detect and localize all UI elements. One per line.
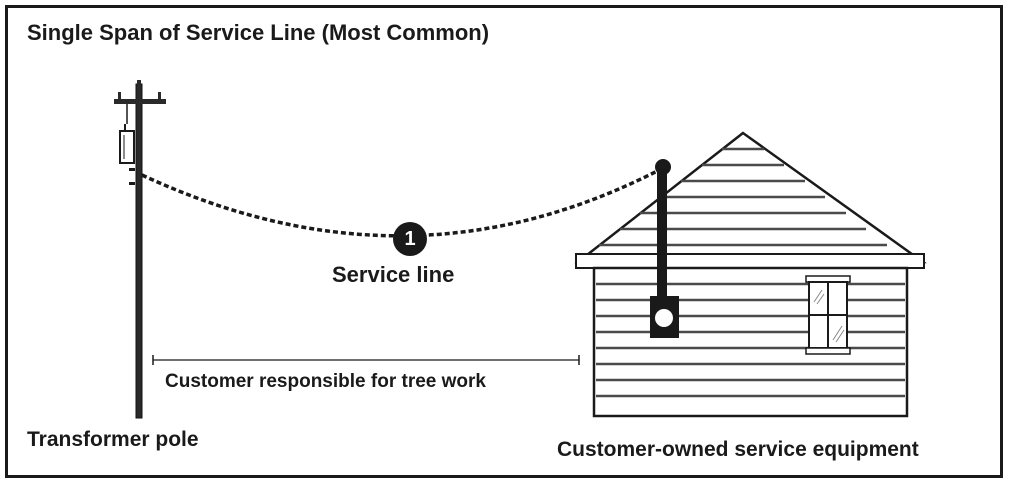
transformer-box xyxy=(119,130,135,164)
marker-number: 1 xyxy=(404,228,416,250)
house-window xyxy=(805,275,851,355)
service-line-label: Service line xyxy=(332,262,455,287)
service-equipment-label: Customer-owned service equipment xyxy=(557,438,919,461)
transformer-pole-label: Transformer pole xyxy=(27,428,199,451)
diagram-title: Single Span of Service Line (Most Common… xyxy=(27,20,490,45)
responsibility-span xyxy=(152,355,580,365)
house xyxy=(574,131,927,418)
responsibility-label: Customer responsible for tree work xyxy=(165,371,486,392)
marker-circle xyxy=(393,222,427,256)
service-equipment xyxy=(650,159,679,338)
transformer-pole xyxy=(114,80,166,419)
